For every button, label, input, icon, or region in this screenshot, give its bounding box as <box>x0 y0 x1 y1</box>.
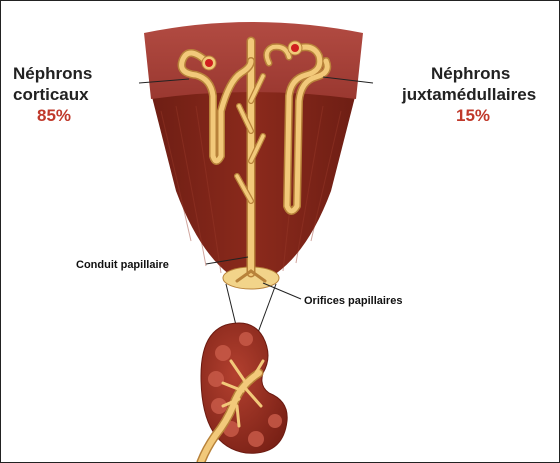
papillary-orifices-label: Orifices papillaires <box>304 295 402 307</box>
juxta-percent: 15% <box>456 106 490 125</box>
papillary-duct-label: Conduit papillaire <box>76 259 169 271</box>
juxta-title-line1: Néphrons <box>431 64 510 83</box>
kidney <box>201 323 287 462</box>
cortical-title-line2: corticaux <box>13 85 89 104</box>
cortical-glomerulus-core <box>205 59 213 67</box>
cortical-percent: 85% <box>37 106 71 125</box>
juxta-title-line2: juxtamédullaires <box>401 85 536 104</box>
cortical-title-line1: Néphrons <box>13 64 92 83</box>
juxta-glomerulus-core <box>291 44 299 52</box>
